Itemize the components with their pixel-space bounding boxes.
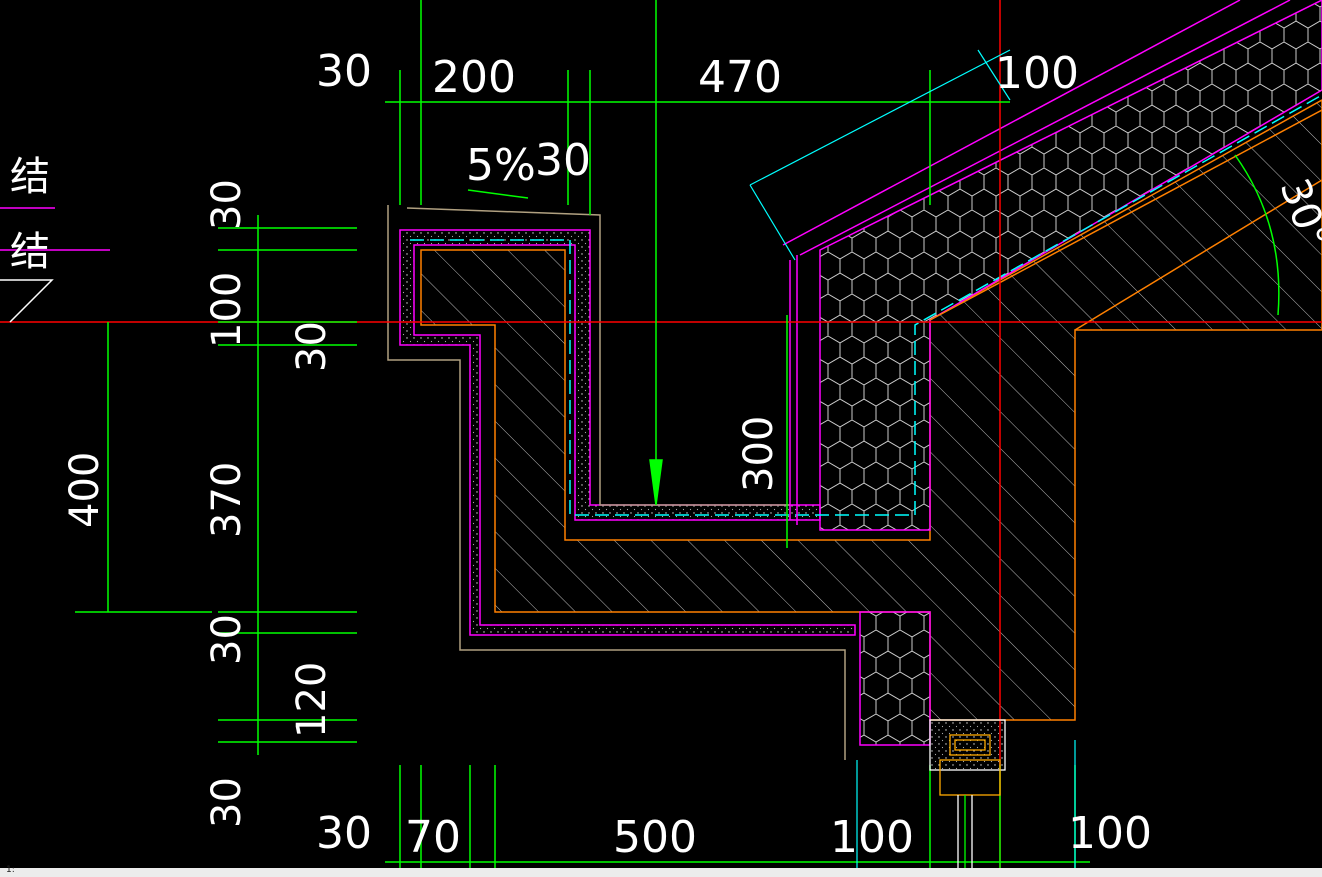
dim-top-470: 470 (698, 52, 782, 103)
dim-bottom-70: 70 (405, 812, 461, 863)
roof-layers (782, 0, 1291, 525)
dim-bottom-100b: 100 (1068, 808, 1152, 859)
dim-left-370: 370 (204, 462, 250, 538)
cut-char-1: 结 (10, 154, 50, 200)
scale-readout: 1: (6, 865, 15, 875)
dim-left-100: 100 (204, 272, 250, 348)
drainage-arrow (649, 0, 663, 506)
left-fragment (0, 207, 110, 323)
dim-top-100: 100 (995, 48, 1079, 99)
slope-label: 5% (466, 140, 536, 191)
bottom-dimensions: 30 70 500 100 100 (316, 808, 1152, 863)
dim-top-200: 200 (432, 52, 516, 103)
status-bar: 1: (0, 865, 1322, 877)
concrete-body (420, 99, 1322, 721)
window-frame (929, 719, 1006, 877)
dim-left-30c: 30 (204, 614, 250, 665)
waterproof-membrane (410, 94, 1322, 516)
top-dimensions: 30 200 470 100 5% 30 (316, 46, 1079, 191)
dim-bottom-100a: 100 (830, 812, 914, 863)
dim-bottom-500: 500 (613, 812, 697, 863)
dim-left-30b: 30 (289, 321, 335, 372)
dim-300: 300 (736, 416, 782, 492)
gutter-outline (387, 205, 846, 760)
left-dimensions: 30 100 30 370 30 120 30 400 300 (62, 179, 782, 828)
dim-left-400: 400 (62, 452, 108, 528)
dim-inner-30: 30 (535, 135, 591, 186)
cyan-guides (749, 49, 1076, 877)
cut-char-2: 结 (10, 229, 50, 275)
dim-left-30a: 30 (204, 179, 250, 230)
dim-bottom-30: 30 (316, 808, 372, 859)
dim-left-30d: 30 (204, 777, 250, 828)
roof-outline (929, 109, 1322, 331)
dim-top-30: 30 (316, 46, 372, 97)
dim-left-120: 120 (289, 662, 335, 738)
